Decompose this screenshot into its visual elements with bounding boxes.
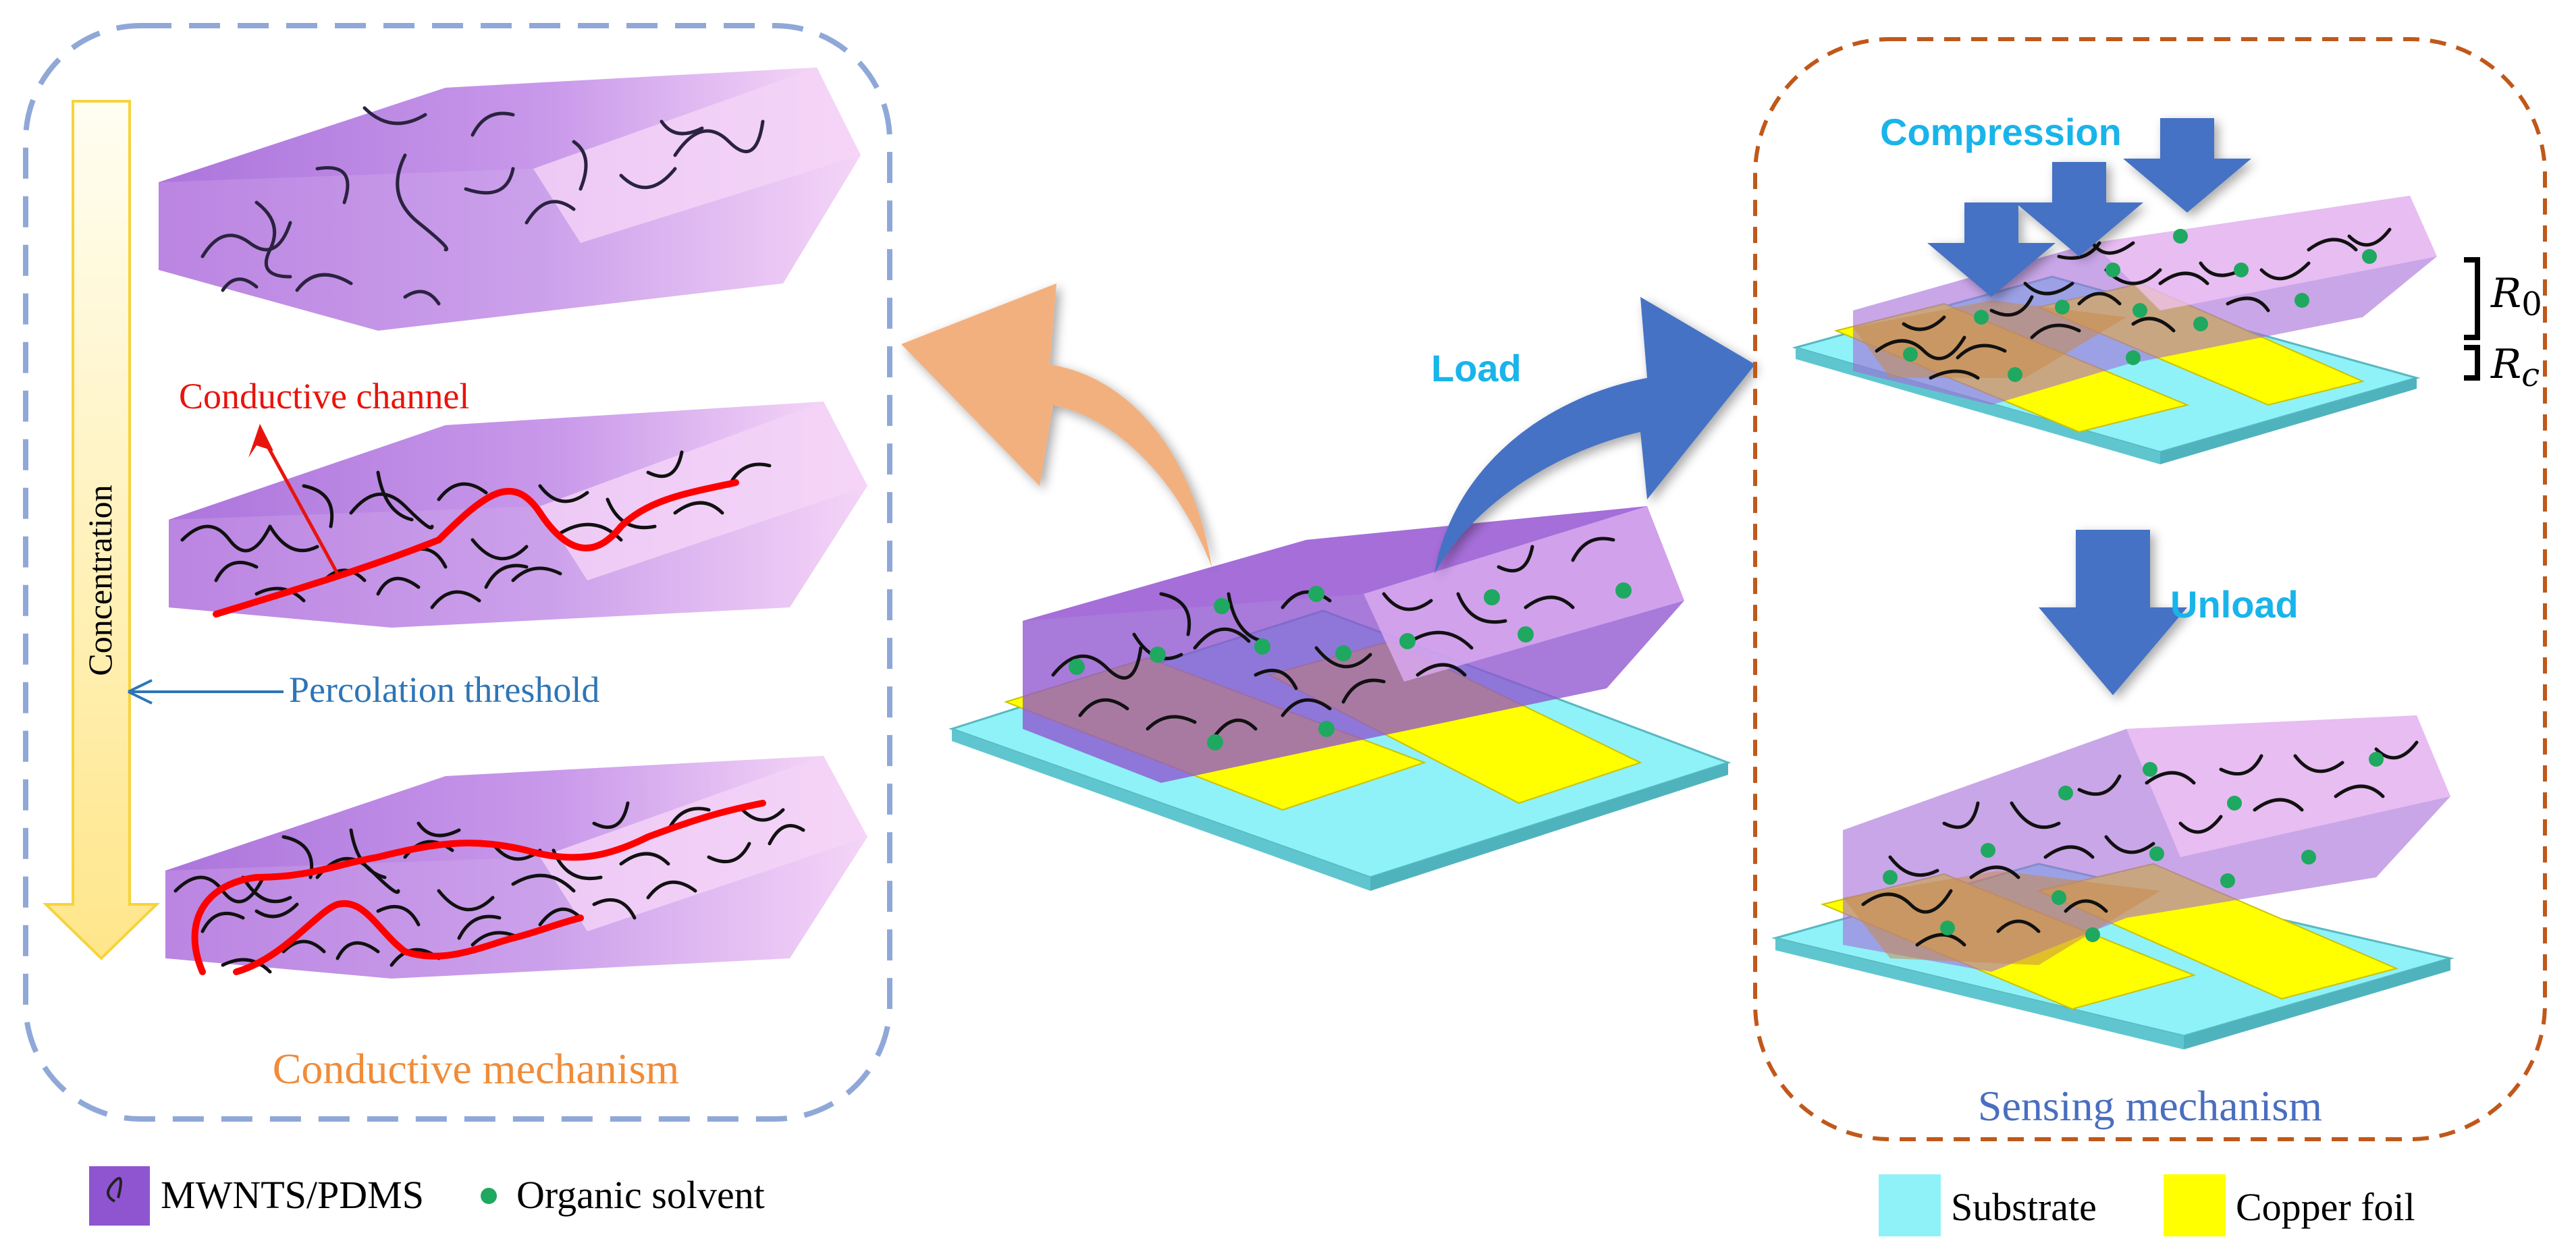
conductive-mechanism-title: Conductive mechanism — [273, 1045, 680, 1093]
resistance-brackets — [2464, 257, 2480, 381]
legend-copper-foil: Copper foil — [2164, 1174, 2415, 1236]
conductive-mechanism-panel: Concentration — [23, 23, 892, 1122]
block-high-concentration — [165, 756, 867, 979]
legend-organic-solvent-label: Organic solvent — [516, 1173, 765, 1217]
legend-mwnts-pdms-label: MWNTS/PDMS — [161, 1173, 424, 1217]
load-arrow — [1434, 297, 1755, 574]
unload-label: Unload — [2170, 583, 2299, 626]
conductive-network-path — [191, 800, 766, 975]
legend-copper-foil-label: Copper foil — [2236, 1185, 2415, 1229]
legend-left: MWNTS/PDMS Organic solvent — [89, 1166, 765, 1226]
return-arrow — [901, 283, 1212, 567]
conductive-channel-path — [213, 479, 739, 618]
r0-label: R0 — [2490, 270, 2542, 323]
conductive-channel-pointer — [248, 424, 340, 575]
unloaded-sensor — [1771, 715, 2454, 1049]
unload-arrow — [2039, 530, 2187, 695]
rc-label: Rc — [2490, 341, 2540, 394]
load-label: Load — [1431, 347, 1522, 389]
percolation-pointer — [128, 679, 284, 705]
sensing-mechanism-panel: Compression R0 Rc Unload — [1753, 37, 2547, 1141]
center-sensor — [948, 506, 1732, 891]
substrate-swatch — [1879, 1174, 1941, 1236]
compression-label: Compression — [1880, 111, 2122, 153]
legend-substrate-label: Substrate — [1951, 1185, 2097, 1229]
concentration-label: Concentration — [81, 485, 119, 676]
legend-substrate: Substrate — [1879, 1174, 2097, 1236]
organic-solvent-dot — [481, 1188, 497, 1204]
concentration-arrow — [43, 100, 160, 960]
legend-mwnts-pdms: MWNTS/PDMS — [89, 1166, 424, 1226]
conductive-channel-label: Conductive channel — [179, 376, 469, 416]
copper-foil-swatch — [2164, 1174, 2226, 1236]
compression-arrows — [1927, 118, 2251, 297]
sensing-mechanism-title: Sensing mechanism — [1978, 1082, 2322, 1130]
block-percolation — [169, 402, 867, 628]
percolation-threshold-label: Percolation threshold — [289, 669, 599, 710]
legend-organic-solvent: Organic solvent — [481, 1173, 765, 1217]
left-panel-frame — [23, 23, 892, 1122]
legend-right: Substrate Copper foil — [1879, 1174, 2415, 1236]
right-panel-frame — [1753, 37, 2547, 1141]
block-low-concentration — [159, 67, 861, 331]
compressed-sensor — [1792, 196, 2437, 464]
